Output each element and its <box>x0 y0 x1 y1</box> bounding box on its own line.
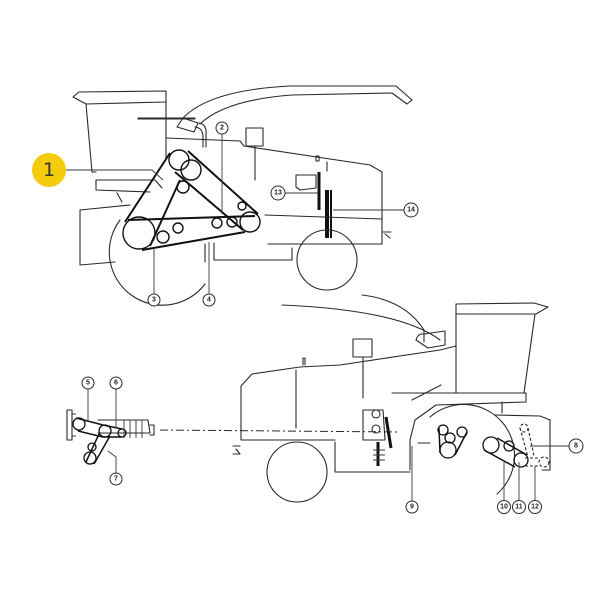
pto-detail <box>66 409 155 465</box>
svg-text:13: 13 <box>274 190 282 197</box>
svg-text:9: 9 <box>410 504 414 511</box>
svg-text:12: 12 <box>531 504 539 511</box>
leader-lines <box>66 134 569 501</box>
callout-11: 11 <box>512 500 526 514</box>
callout-10: 10 <box>497 500 511 514</box>
callout-5: 5 <box>81 376 95 390</box>
callout-7: 7 <box>109 472 123 486</box>
callout-2: 2 <box>215 121 229 135</box>
svg-text:4: 4 <box>207 297 211 304</box>
svg-text:5: 5 <box>86 380 90 387</box>
highlight-badge-1[interactable]: 1 <box>32 153 66 187</box>
callout-12: 12 <box>528 500 542 514</box>
svg-text:14: 14 <box>407 207 415 214</box>
callout-3: 3 <box>147 293 161 307</box>
svg-text:3: 3 <box>152 297 156 304</box>
main-belt-drive <box>122 149 261 251</box>
svg-text:6: 6 <box>114 380 118 387</box>
top-machine <box>72 85 413 306</box>
svg-text:11: 11 <box>515 504 523 511</box>
svg-text:8: 8 <box>574 443 578 450</box>
bottom-machine <box>159 294 551 503</box>
callout-6: 6 <box>109 376 123 390</box>
callout-9: 9 <box>405 500 419 514</box>
callout-13: 13 <box>270 185 286 201</box>
callout-14: 14 <box>403 202 419 218</box>
callout-8: 8 <box>568 438 584 454</box>
svg-text:7: 7 <box>114 476 118 483</box>
callout-4: 4 <box>202 293 216 307</box>
svg-text:10: 10 <box>500 504 508 511</box>
svg-text:2: 2 <box>220 125 224 132</box>
